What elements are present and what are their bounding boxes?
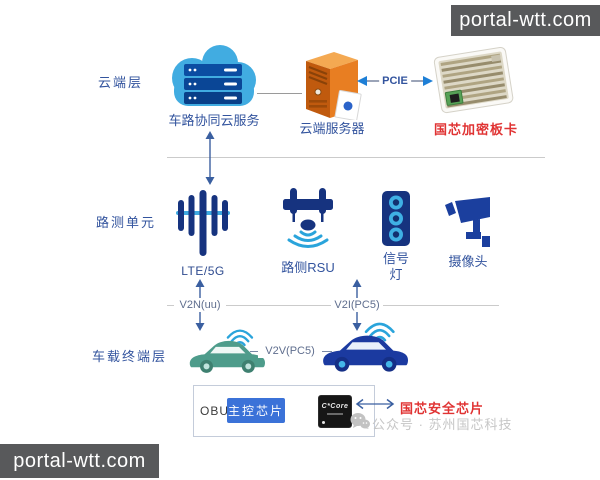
v2v-label: V2V(PC5) xyxy=(258,344,322,358)
wechat-icon xyxy=(350,413,370,429)
cloud-server-label: 云端服务器 xyxy=(299,121,365,136)
rsu-icon xyxy=(283,188,333,248)
v2i-label: V2I(PC5) xyxy=(331,298,383,312)
main-chip-block: 主控芯片 xyxy=(227,398,285,423)
divider-cloud-roadside xyxy=(167,157,545,158)
cloud-servers-icon xyxy=(172,45,256,106)
antenna-label: LTE/5G xyxy=(181,264,225,278)
security-chip-brand: C*Core xyxy=(321,403,349,410)
crypto-board-icon xyxy=(433,46,516,120)
obu-label: OBU xyxy=(200,404,230,418)
chip-pin1-dot xyxy=(322,421,325,424)
layer-label-cloud: 云端层 xyxy=(98,75,144,90)
v2n-label: V2N(uu) xyxy=(174,298,226,312)
rsu-label: 路侧RSU xyxy=(281,260,335,275)
antenna-icon xyxy=(176,190,230,256)
v2v-dash-right xyxy=(322,351,332,352)
security-chip-icon: C*Core xyxy=(318,395,352,428)
teal-car-icon xyxy=(189,329,265,373)
traffic-light-icon xyxy=(382,191,410,246)
watermark-top-right: portal-wtt.com xyxy=(451,5,600,36)
camera-label: 摄像头 xyxy=(448,254,488,269)
crypto-board-label: 国芯加密板卡 xyxy=(433,122,518,137)
cloud-service-label: 车路协同云服务 xyxy=(168,113,260,128)
chip-marking xyxy=(327,413,343,415)
tower-server-icon xyxy=(306,52,362,120)
watermark-bottom-left: portal-wtt.com xyxy=(0,444,159,478)
arrow-chip-to-label-icon xyxy=(355,398,395,410)
v2v-dash-left xyxy=(250,351,260,352)
traffic-light-label: 信号灯 xyxy=(382,251,409,282)
pcie-link: PCIE xyxy=(356,74,434,88)
layer-label-roadside: 路测单元 xyxy=(96,215,157,230)
cloud-to-server-connector xyxy=(257,93,302,94)
arrow-cloud-roadside-icon xyxy=(205,131,215,185)
camera-icon xyxy=(445,197,490,247)
pcie-label: PCIE xyxy=(379,74,411,88)
blue-car-icon xyxy=(323,322,408,372)
layer-label-vehicle: 车载终端层 xyxy=(92,349,168,364)
security-chip-label: 国芯安全芯片 xyxy=(400,401,485,416)
wechat-account-text: 公众号 · 苏州国芯科技 xyxy=(372,417,513,432)
